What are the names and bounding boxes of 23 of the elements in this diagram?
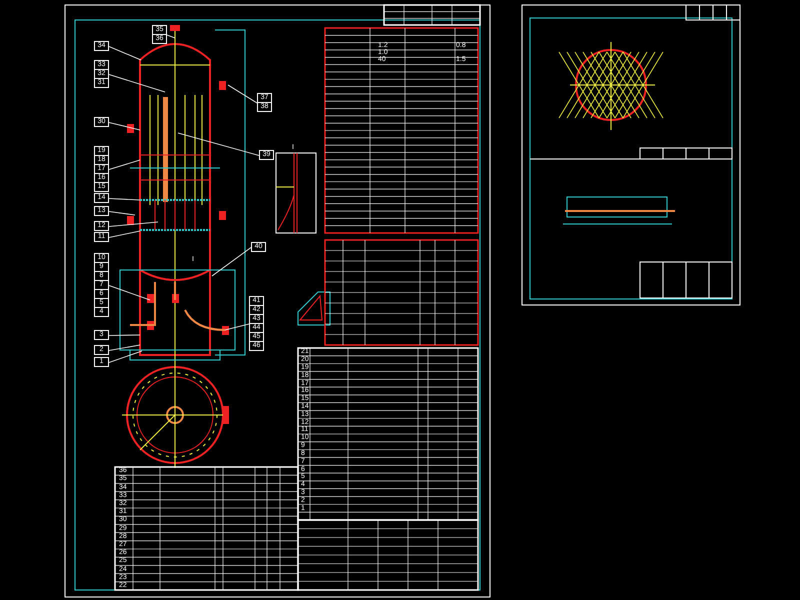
leader-line [108,334,140,336]
callout-stack [152,26,167,44]
leader-line [178,132,260,156]
leader-line [228,84,258,104]
callout-stack [94,254,109,317]
leader-line [108,222,158,227]
leader-line [108,211,136,216]
leader-line [108,198,140,200]
leader-line [224,324,250,330]
callout-stack [94,61,109,88]
leader-line [108,285,150,300]
leader-line [108,46,142,60]
leader-line [108,230,140,238]
leader-line [108,160,140,170]
leader-line [166,34,176,38]
leader-line [212,247,252,276]
callout-stack [94,147,109,192]
leader-line [108,350,142,363]
callout-stack [257,94,272,112]
leader-line [108,74,166,92]
leader-line [108,344,140,351]
leader-line [108,122,140,130]
callout-stack [249,297,264,351]
